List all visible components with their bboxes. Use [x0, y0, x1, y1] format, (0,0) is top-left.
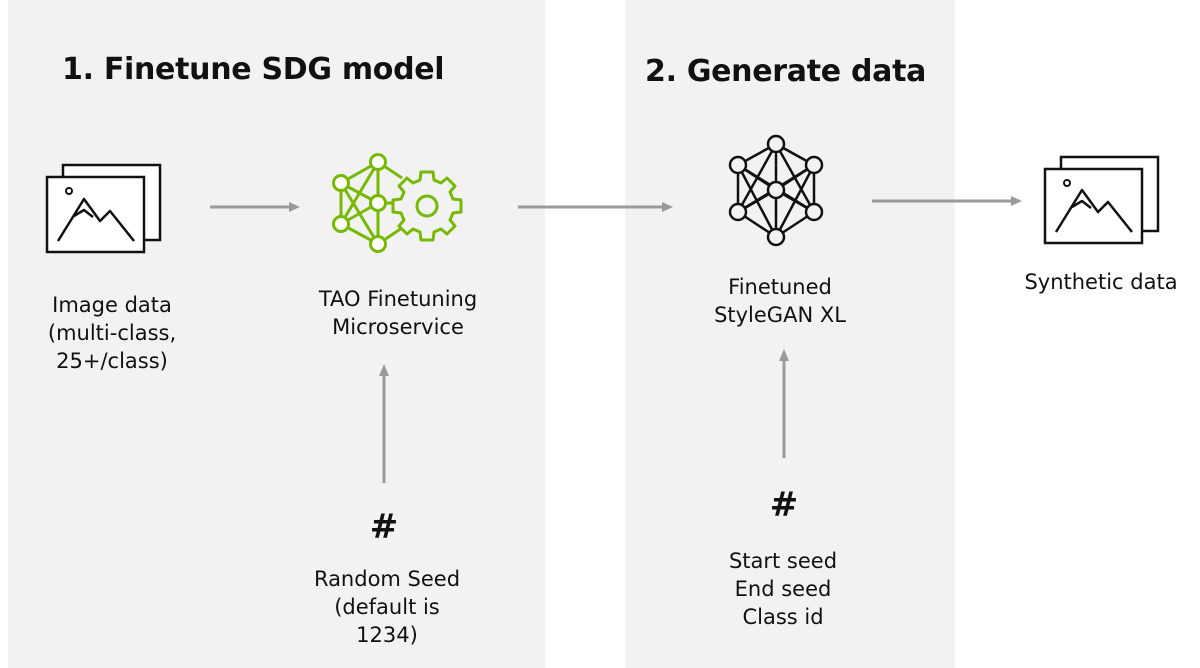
image-data-label: Image data (multi-class, 25+/class)	[47, 293, 177, 373]
arrow-seed-to-tao	[379, 364, 389, 483]
seeds-label: Start seed End seed Class id	[728, 549, 838, 629]
step1-title: 1. Finetune SDG model	[62, 52, 445, 87]
tao-label: TAO Finetuning Microservice	[318, 287, 478, 339]
arrow-image-to-tao	[210, 202, 300, 212]
neural-network-icon	[728, 134, 824, 247]
random-seed-label: Random Seed (default is 1234)	[313, 567, 461, 647]
seeds-hash-symbol: #	[769, 485, 799, 525]
synthetic-data-label: Synthetic data	[1024, 270, 1178, 294]
arrow-stylegan-to-synthetic	[872, 196, 1022, 206]
arrow-seeds-to-stylegan	[779, 349, 789, 458]
step2-panel	[625, 0, 955, 668]
stylegan-label: Finetuned StyleGAN XL	[714, 275, 846, 327]
step1-panel	[8, 0, 545, 668]
image-stack-icon	[1043, 155, 1160, 245]
seed-hash-symbol: #	[369, 507, 399, 547]
image-stack-icon	[45, 163, 162, 254]
neural-network-gear-icon	[332, 153, 463, 253]
step2-title: 2. Generate data	[645, 54, 927, 89]
arrow-tao-to-stylegan	[518, 202, 673, 212]
